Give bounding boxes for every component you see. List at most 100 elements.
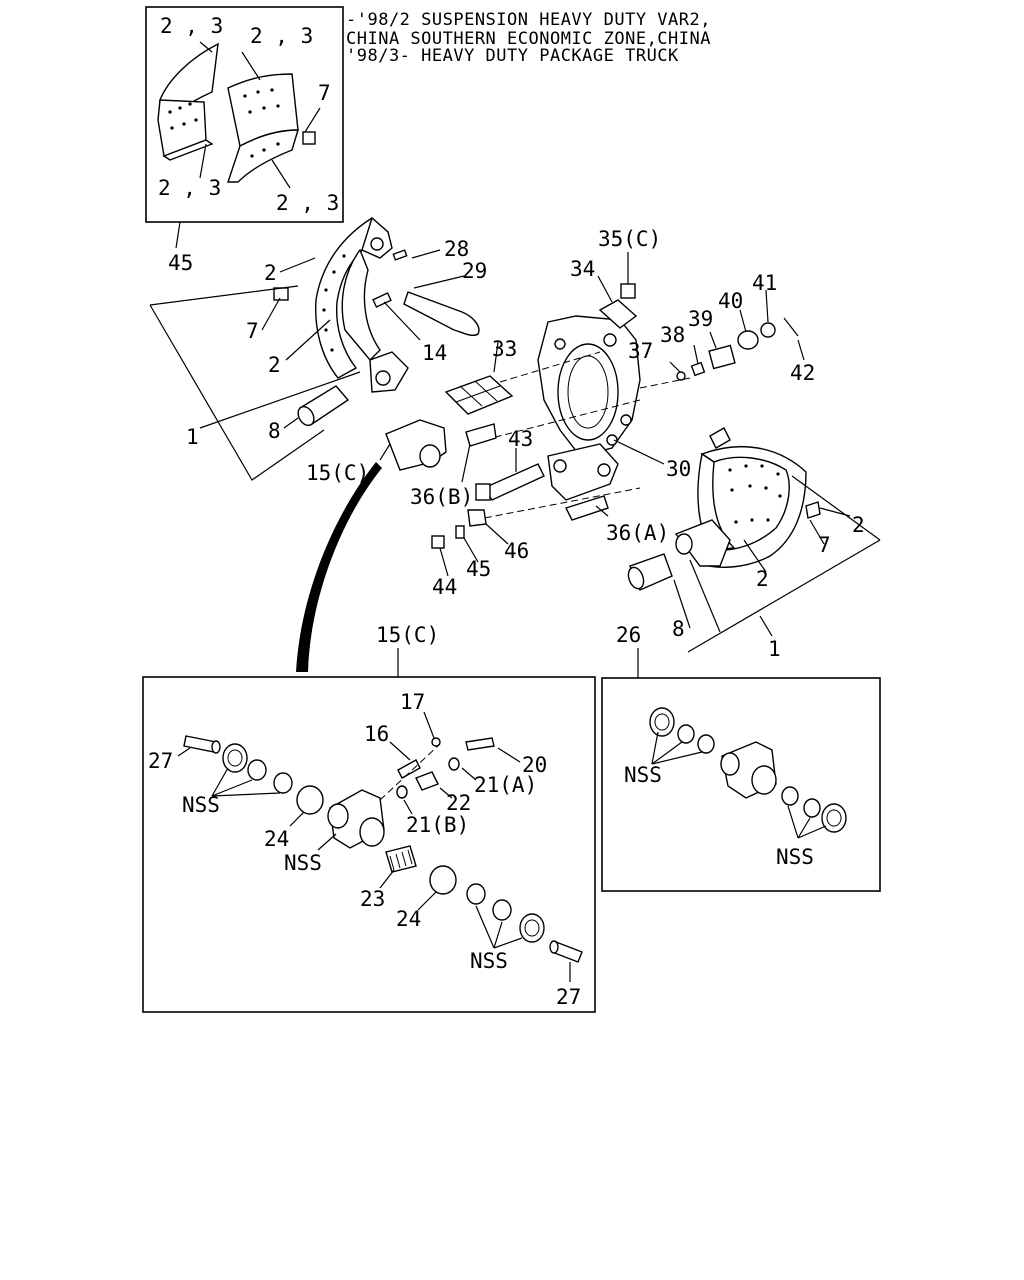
piston-24a	[296, 785, 324, 815]
left-brake-shoe: 2 28 29 7 2 14 1 8	[149, 216, 487, 481]
dust-boot-b	[519, 913, 545, 943]
bleeder-16	[397, 759, 421, 779]
label-23: 23	[360, 887, 385, 911]
cap-17	[431, 737, 441, 747]
ring-a	[273, 772, 293, 794]
label-30: 30	[666, 457, 691, 481]
label-40: 40	[718, 289, 743, 313]
label-28: 28	[444, 237, 469, 261]
anchor-pin-29	[403, 291, 480, 337]
label-37: 37	[628, 339, 653, 363]
detail-frame-15c	[142, 676, 596, 1013]
detail-pointer	[296, 462, 382, 672]
sleeve-39	[708, 344, 736, 370]
label-15c-box: 15(C)	[376, 623, 439, 647]
cotter-pin-42	[783, 317, 799, 337]
label-34: 34	[570, 257, 595, 281]
header-notes: -'98/2 SUSPENSION HEAVY DUTY VAR2, CHINA…	[346, 10, 711, 66]
label-2-c: 2	[852, 513, 865, 537]
label-1-a: 1	[186, 425, 199, 449]
wheel-cylinder-detail: 15(C)	[142, 623, 596, 1013]
label-45: 45	[466, 557, 491, 581]
label-33: 33	[492, 337, 517, 361]
washer-40	[737, 330, 759, 350]
cup-26a	[677, 724, 695, 744]
ring-26b	[781, 786, 799, 806]
lining-inset-frame	[145, 6, 344, 223]
label-44: 44	[432, 575, 457, 599]
header-line-1: -'98/2 SUSPENSION HEAVY DUTY VAR2,	[346, 10, 711, 30]
cup-26b	[803, 798, 821, 818]
piston-24b	[429, 865, 457, 895]
shoe-web-end	[369, 351, 409, 393]
label-35c: 35(C)	[598, 227, 661, 251]
boot-26b	[821, 803, 847, 833]
bolt-35c	[620, 283, 636, 299]
anchor-bracket	[547, 443, 619, 501]
label-7-a: 7	[318, 81, 331, 105]
spring-38	[690, 361, 706, 377]
label-21b: 21(B)	[406, 813, 469, 837]
label-nss-2: NSS	[284, 851, 322, 875]
washer-37	[676, 371, 686, 381]
detail-frame-26	[601, 677, 881, 892]
rivet-bolt	[302, 131, 316, 145]
shoe-web-right	[674, 519, 731, 567]
label-nss-3: NSS	[470, 949, 508, 973]
label-21a: 21(A)	[474, 773, 537, 797]
label-2-a: 2	[264, 261, 277, 285]
dust-boot-a	[222, 743, 248, 773]
header-line-2: CHINA SOUTHERN ECONOMIC ZONE,CHINA	[346, 29, 711, 49]
pin-14	[372, 292, 392, 308]
label-29: 29	[462, 259, 487, 283]
washer-21a	[448, 757, 460, 771]
label-27-b: 27	[556, 985, 581, 1009]
label-2-3-d: 2 , 3	[276, 191, 339, 215]
label-20: 20	[522, 753, 547, 777]
ring-b	[466, 883, 486, 905]
nut-41	[760, 322, 776, 338]
washer-21b	[396, 785, 408, 799]
plate-46	[467, 509, 487, 527]
shoe-rivet-left	[273, 287, 289, 301]
label-2-b: 2	[268, 353, 281, 377]
clip-34	[598, 299, 638, 329]
label-36b: 36(B)	[410, 485, 473, 509]
bolt-43	[482, 463, 545, 501]
label-22: 22	[446, 791, 471, 815]
label-24-a: 24	[264, 827, 289, 851]
lining-inset: 2 , 3 2 , 3 7 2 , 3 2 , 3 45	[145, 6, 344, 275]
right-brake-shoe: 2 7 2 8 1	[627, 427, 881, 661]
label-nss-1: NSS	[182, 793, 220, 817]
label-38: 38	[660, 323, 685, 347]
label-2-3-c: 2 , 3	[158, 176, 221, 200]
spring-pin-28	[392, 249, 408, 261]
label-27-a: 27	[148, 749, 173, 773]
label-16: 16	[364, 722, 389, 746]
label-43: 43	[508, 427, 533, 451]
label-26: 26	[616, 623, 641, 647]
bolt-20	[465, 737, 495, 751]
bolt-36a	[565, 495, 609, 521]
label-2-3-a: 2 , 3	[160, 14, 223, 38]
label-42: 42	[790, 361, 815, 385]
shoe-rivet-right	[805, 501, 821, 519]
label-15c-top: 15(C)	[306, 461, 369, 485]
label-nss-4: NSS	[624, 763, 662, 787]
label-14: 14	[422, 341, 447, 365]
label-8-a: 8	[268, 419, 281, 443]
backing-plate-assembly: 33 35(C) 34 41 40 39 38 37 42 15(C) 43 3…	[306, 227, 815, 599]
label-2-3-b: 2 , 3	[250, 24, 313, 48]
shoe-lining-left	[314, 217, 390, 379]
label-7-c: 7	[818, 533, 831, 557]
label-46: 46	[504, 539, 529, 563]
label-nss-5: NSS	[776, 845, 814, 869]
connector-22	[415, 771, 439, 791]
label-4-5: 45	[168, 251, 193, 275]
boot-26a	[649, 707, 675, 737]
push-rod-27a	[183, 735, 217, 753]
label-2-d: 2	[756, 567, 769, 591]
detail-box-26: 26 NSS NSS	[601, 623, 881, 892]
label-41: 41	[752, 271, 777, 295]
